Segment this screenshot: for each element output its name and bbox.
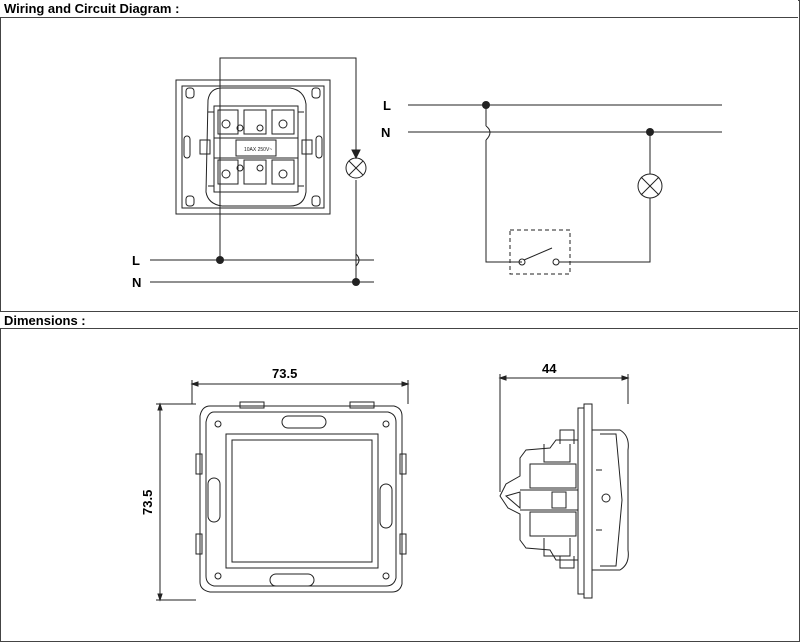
schematic-junction-dot-l	[482, 101, 490, 109]
left-n-label: N	[132, 275, 141, 290]
schematic-n-label: N	[381, 125, 390, 140]
left-l-label: L	[132, 253, 140, 268]
wiring-section-title: Wiring and Circuit Diagram :	[0, 0, 798, 18]
switch-mechanism-drawing	[175, 79, 331, 215]
left-wiring-lines	[150, 57, 374, 283]
front-view-drawing	[156, 380, 410, 602]
schematic-l-label: L	[383, 98, 391, 113]
device-rating-marking: 10AX 250V~	[244, 147, 272, 153]
front-height-value: 73.5	[140, 490, 155, 515]
left-lamp-symbol	[345, 157, 367, 179]
left-junction-dot-n	[352, 278, 360, 286]
schematic-junction-dot-n	[646, 128, 654, 136]
dimensions-section-title: Dimensions :	[0, 311, 798, 329]
circuit-schematic	[408, 104, 722, 275]
switch-dashed-box	[509, 229, 571, 275]
side-view-drawing	[498, 374, 630, 599]
side-depth-value: 44	[542, 361, 557, 376]
left-junction-dot-l	[216, 256, 224, 264]
front-width-value: 73.5	[272, 366, 297, 381]
